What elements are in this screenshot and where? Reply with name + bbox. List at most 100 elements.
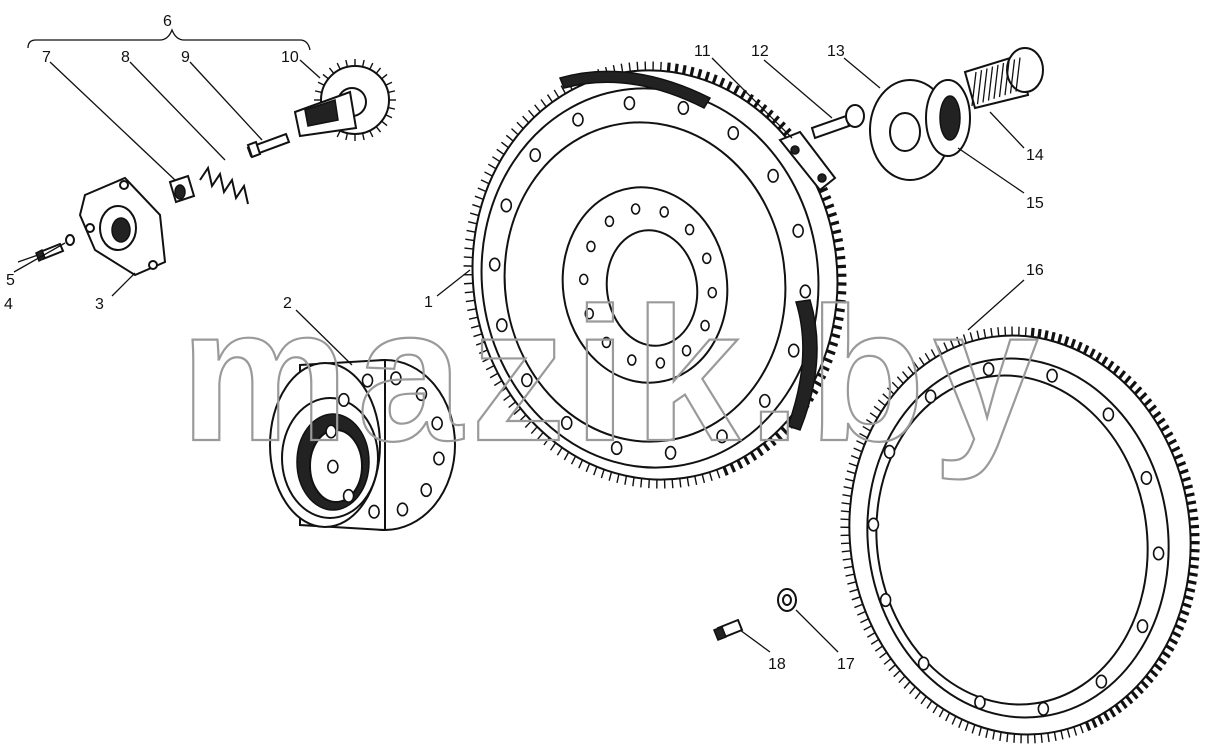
gear-tooth — [1084, 721, 1092, 732]
bolt-hole — [677, 100, 690, 115]
gear-tooth — [1185, 587, 1196, 593]
gear-tooth — [1076, 341, 1083, 352]
gear-tooth — [1184, 594, 1194, 601]
gear-tooth — [1033, 734, 1036, 744]
gear-tooth — [774, 431, 783, 441]
gear-tooth — [930, 349, 937, 358]
gear-tooth — [746, 93, 754, 104]
bolt-hole — [623, 96, 636, 111]
flywheel-hub — [269, 358, 456, 532]
gear-tooth — [856, 440, 865, 446]
gear-tooth — [1079, 724, 1084, 734]
gear-tooth — [463, 256, 473, 259]
gear-tooth — [863, 625, 873, 631]
gear-tooth — [818, 186, 829, 194]
callout-1: 1 — [424, 294, 433, 311]
gear-tooth — [1118, 370, 1127, 380]
gear-tooth — [1157, 657, 1167, 666]
gear-tooth — [1128, 380, 1138, 390]
gear-tooth — [920, 696, 927, 705]
gear-tooth — [1037, 328, 1042, 339]
gear-tooth — [1177, 616, 1187, 624]
gear-tooth — [853, 447, 863, 453]
bolt-hole — [1102, 407, 1115, 422]
callout-7: 7 — [42, 49, 51, 66]
thread-line — [982, 68, 988, 103]
gear-tooth — [782, 127, 792, 137]
gear-tooth — [465, 238, 475, 242]
gear-tooth — [867, 632, 876, 638]
gear-tooth — [726, 81, 733, 91]
gear-tooth — [473, 333, 483, 338]
bushing — [168, 174, 196, 204]
callout-labels: 6 7 8 9 10 5 4 3 2 1 11 12 13 14 15 16 1… — [4, 13, 1044, 673]
gear-tooth — [840, 542, 851, 545]
gear-tooth — [1156, 417, 1166, 426]
gear-tooth — [882, 393, 890, 401]
bolt-hole — [500, 198, 513, 213]
ring-gear-holes — [867, 362, 1165, 716]
bolt-hole — [337, 392, 350, 408]
gear-tooth — [926, 700, 933, 709]
gear-tooth — [489, 372, 499, 379]
gear-tooth — [640, 478, 643, 488]
gear-tooth — [830, 332, 841, 339]
gear-tooth — [498, 387, 507, 394]
thread-line — [971, 71, 977, 107]
bolt-hole — [787, 343, 800, 358]
gear-tooth — [865, 418, 875, 425]
gear-tooth — [971, 724, 976, 734]
gear-tooth — [503, 394, 512, 401]
gear-tooth — [1188, 572, 1198, 577]
gear-tooth — [841, 502, 851, 505]
flywheel-bolt-holes — [488, 96, 812, 460]
lock-plate — [778, 130, 837, 192]
gear-tooth — [464, 291, 474, 294]
gear-tooth — [1153, 663, 1163, 672]
gear-tooth — [620, 63, 624, 73]
thread-line — [998, 62, 1005, 98]
gear-tooth — [842, 494, 852, 497]
gear-tooth — [1088, 348, 1096, 358]
gear-tooth — [1123, 375, 1132, 385]
gear-tooth — [869, 412, 878, 419]
callout-15: 15 — [1026, 195, 1044, 212]
bolt-hole — [684, 223, 695, 236]
gear-tooth — [956, 336, 961, 346]
callout-2: 2 — [283, 295, 292, 312]
gear-tooth — [862, 425, 871, 432]
gear-tooth — [749, 451, 758, 461]
gear-tooth — [328, 67, 335, 74]
bolt-hole — [659, 206, 670, 218]
gear-tooth — [322, 73, 329, 80]
gear-tooth — [556, 447, 563, 456]
bolt-hole — [586, 240, 596, 253]
gear-tooth — [820, 364, 830, 372]
spring — [199, 165, 249, 205]
gear-tooth — [1190, 548, 1200, 553]
gear-tooth — [513, 407, 522, 415]
bolt-hole — [610, 441, 623, 456]
gear-tooth — [836, 299, 846, 304]
gear-tooth — [843, 486, 853, 490]
gear-tooth — [681, 64, 687, 75]
bolt-hole — [361, 373, 374, 388]
bolt-hole — [327, 459, 339, 474]
gear-tooth — [1024, 327, 1027, 337]
gear-tooth — [985, 728, 989, 738]
gear-tooth — [999, 731, 1002, 742]
bolt-hole — [701, 252, 712, 265]
bolt-hole — [626, 354, 637, 366]
gear-tooth — [1057, 333, 1063, 344]
callout-6: 6 — [163, 13, 172, 30]
gear-tooth — [616, 473, 620, 484]
gear-tooth — [534, 104, 541, 113]
gear-tooth — [771, 115, 780, 125]
gear-tooth — [913, 361, 920, 370]
gear-tooth — [701, 474, 706, 484]
gear-tooth — [1144, 674, 1154, 684]
gear-tooth — [468, 221, 478, 225]
bolt-hole — [578, 273, 589, 286]
bolt-hole — [700, 319, 710, 332]
